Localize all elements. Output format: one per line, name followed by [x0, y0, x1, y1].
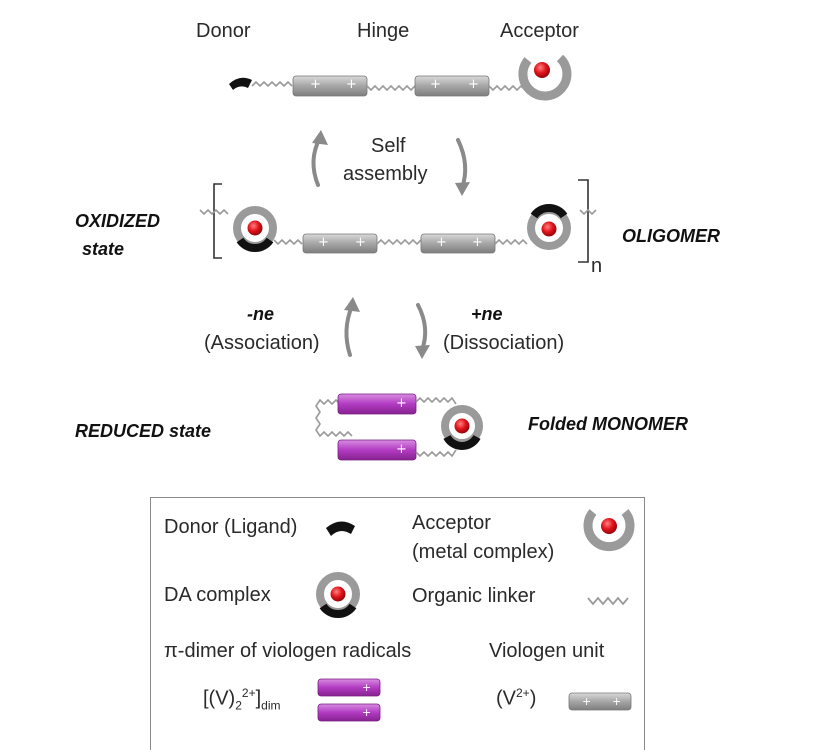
oligomer-structure: + + + +	[199, 179, 597, 263]
linker-icon	[273, 238, 303, 246]
linker-icon	[415, 396, 457, 405]
association-sign: -ne	[247, 304, 274, 324]
svg-text:+: +	[472, 235, 483, 250]
folded-monomer: + +	[315, 393, 483, 461]
radical-dimer-top	[337, 393, 417, 415]
oxidized-label: OXIDIZED	[75, 211, 161, 231]
right-bracket	[578, 179, 589, 263]
legend-linker-label: Organic linker	[412, 585, 536, 607]
linker-icon	[587, 596, 629, 606]
svg-text:+: +	[346, 77, 357, 92]
acceptor-label: Acceptor	[500, 20, 579, 42]
donor-icon	[229, 77, 252, 90]
donor-icon	[326, 521, 355, 536]
legend-acceptor-sublabel: (metal complex)	[412, 541, 555, 563]
svg-text:+: +	[362, 706, 371, 719]
oligomer-label: OLIGOMER	[622, 226, 720, 246]
donor-label: Donor	[196, 20, 251, 42]
svg-text:+: +	[468, 77, 479, 92]
linker-icon	[366, 84, 416, 92]
svg-text:+: +	[436, 235, 447, 250]
linker-icon	[376, 238, 426, 246]
folded-label: Folded MONOMER	[528, 414, 688, 434]
dissociation-arrow	[416, 303, 428, 352]
association-arrow	[344, 304, 354, 357]
viologen-formula: (V2+)	[496, 686, 537, 710]
legend-viologen-label: Viologen unit	[489, 640, 605, 662]
top-monomer: + + + +	[229, 54, 572, 101]
linker-icon	[415, 449, 457, 458]
assembly-arrow-up	[311, 136, 322, 187]
linker-icon	[315, 398, 353, 438]
dissociation-label: (Dissociation)	[443, 332, 565, 354]
svg-text:+: +	[396, 396, 407, 411]
dissociation-sign: +ne	[471, 304, 503, 324]
svg-text:+: +	[310, 77, 321, 92]
svg-text:+: +	[612, 695, 621, 708]
linker-icon	[494, 238, 528, 246]
svg-text:+: +	[582, 695, 591, 708]
acceptor-icon	[583, 509, 635, 552]
legend-box	[150, 497, 645, 750]
linker-icon	[199, 208, 229, 216]
radical-dimer-icon	[317, 678, 381, 697]
dimer-formula: [(V)22+]dim	[203, 686, 281, 713]
legend-pi-dimer-label: π-dimer of viologen radicals	[164, 640, 412, 662]
svg-text:+: +	[318, 235, 329, 250]
legend-acceptor-label: Acceptor	[412, 512, 491, 534]
linker-icon	[579, 208, 597, 216]
self-label: Self	[371, 135, 406, 157]
assembly-arrow-down	[456, 138, 468, 190]
viologen-unit-icon	[420, 233, 496, 254]
svg-text:+: +	[355, 235, 366, 250]
oxidized-state-label: state	[82, 239, 125, 259]
reduced-label: REDUCED state	[75, 421, 212, 441]
legend-donor-label: Donor (Ligand)	[164, 516, 298, 538]
linker-icon	[251, 80, 293, 88]
acceptor-icon	[518, 54, 572, 101]
left-bracket	[213, 183, 222, 259]
legend-da-complex-label: DA complex	[164, 584, 271, 606]
svg-text:+: +	[396, 442, 407, 457]
legend-icons: + + + +	[316, 509, 635, 722]
assembly-label: assembly	[343, 163, 428, 185]
association-label: (Association)	[204, 332, 320, 354]
oligomer-subscript: n	[591, 255, 603, 277]
svg-text:+: +	[362, 681, 371, 694]
svg-text:+: +	[430, 77, 441, 92]
radical-dimer-icon	[317, 703, 381, 722]
radical-dimer-bottom	[337, 439, 417, 461]
hinge-label: Hinge	[357, 20, 410, 42]
viologen-unit-icon	[568, 692, 632, 711]
